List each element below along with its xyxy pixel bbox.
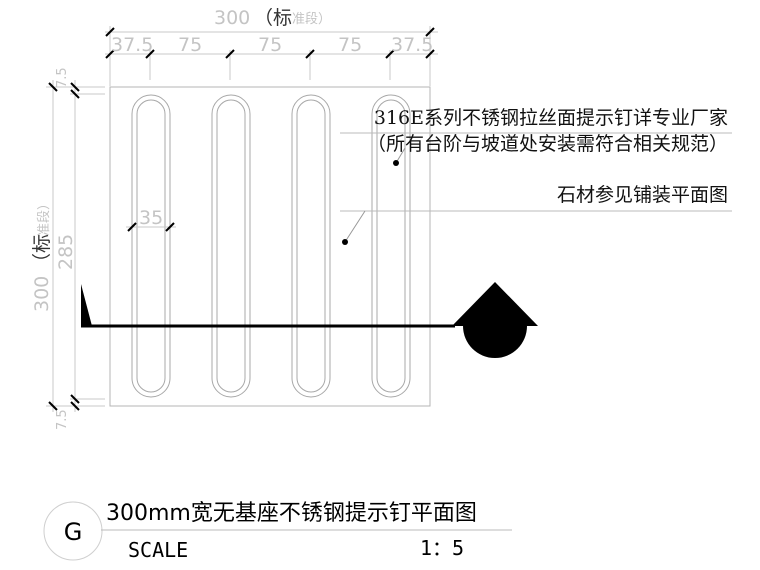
- note-line-2: （所有台阶与坡道处安装需符合相关规范）: [367, 133, 728, 155]
- tick-mark: [105, 49, 115, 59]
- bar-width-dimension: 35: [126, 207, 176, 232]
- tick-mark: [48, 82, 58, 92]
- left-bottom-offset: 7.5: [55, 409, 70, 430]
- section-marker-circle-icon: [463, 326, 527, 358]
- tick-mark: [105, 27, 115, 37]
- title-label: G: [64, 518, 83, 546]
- tactile-bar-outer: [131, 94, 171, 398]
- tick-mark: [70, 89, 80, 99]
- section-arrow-left-icon: [81, 284, 92, 326]
- top-dimension: 300 （标 准段） 37.5 75 75 75 37.5: [105, 7, 438, 86]
- top-segment-5: 37.5: [391, 34, 433, 56]
- leader-dot: [342, 239, 348, 245]
- tactile-bar-outer: [371, 94, 411, 398]
- left-inner-dimension: 285: [55, 234, 77, 270]
- tick-mark: [70, 401, 80, 411]
- left-dimension: 7.5 7.5 285 300 （标 准段）: [31, 67, 105, 430]
- tick-mark: [165, 222, 175, 232]
- section-cut-line: [81, 282, 538, 358]
- annotation-notes: 316E系列不锈钢拉丝面提示钉详专业厂家 （所有台阶与坡道处安装需符合相关规范）…: [340, 107, 732, 245]
- tick-mark: [305, 49, 315, 59]
- bar-width-value: 35: [139, 207, 163, 229]
- drawing-title: 300mm宽无基座不锈钢提示钉平面图: [106, 501, 477, 526]
- top-segment-2: 75: [178, 34, 202, 56]
- section-marker-triangle-icon: [452, 282, 538, 326]
- tactile-bar-inner: [376, 99, 406, 393]
- tick-mark: [425, 27, 435, 37]
- left-total-note: （标: [31, 234, 53, 272]
- tick-mark: [425, 49, 435, 59]
- tick-mark: [385, 49, 395, 59]
- top-total-note-sub: 准段）: [292, 12, 331, 27]
- title-block: G 300mm宽无基座不锈钢提示钉平面图 SCALE 1：5: [43, 501, 512, 562]
- top-segment-3: 75: [258, 34, 282, 56]
- note-line-1: 316E系列不锈钢拉丝面提示钉详专业厂家: [374, 107, 728, 129]
- tick-mark: [48, 401, 58, 411]
- tile-outline: [109, 86, 431, 407]
- left-total-note-sub: 准段）: [37, 197, 52, 236]
- tactile-bars: [131, 94, 411, 398]
- note-line-3: 石材参见铺装平面图: [557, 184, 728, 206]
- left-top-offset: 7.5: [55, 67, 70, 88]
- tactile-bar-inner: [136, 99, 166, 393]
- top-total-note: （标: [254, 7, 292, 29]
- left-total-dimension: 300: [31, 276, 53, 312]
- leader-dot: [393, 160, 399, 166]
- scale-label: SCALE: [128, 538, 188, 562]
- tick-mark: [145, 49, 155, 59]
- tick-mark: [225, 49, 235, 59]
- top-segment-4: 75: [338, 34, 362, 56]
- tactile-bar-inner: [296, 99, 326, 393]
- top-segment-1: 37.5: [111, 34, 153, 56]
- tactile-bar-outer: [291, 94, 331, 398]
- top-total-dimension: 300: [214, 7, 250, 29]
- tactile-bar-outer: [211, 94, 251, 398]
- tick-mark: [127, 222, 137, 232]
- title-label-circle: [43, 501, 103, 561]
- tick-mark: [70, 394, 80, 404]
- tick-mark: [70, 82, 80, 92]
- scale-value: 1：5: [420, 536, 464, 560]
- tactile-bar-inner: [216, 99, 246, 393]
